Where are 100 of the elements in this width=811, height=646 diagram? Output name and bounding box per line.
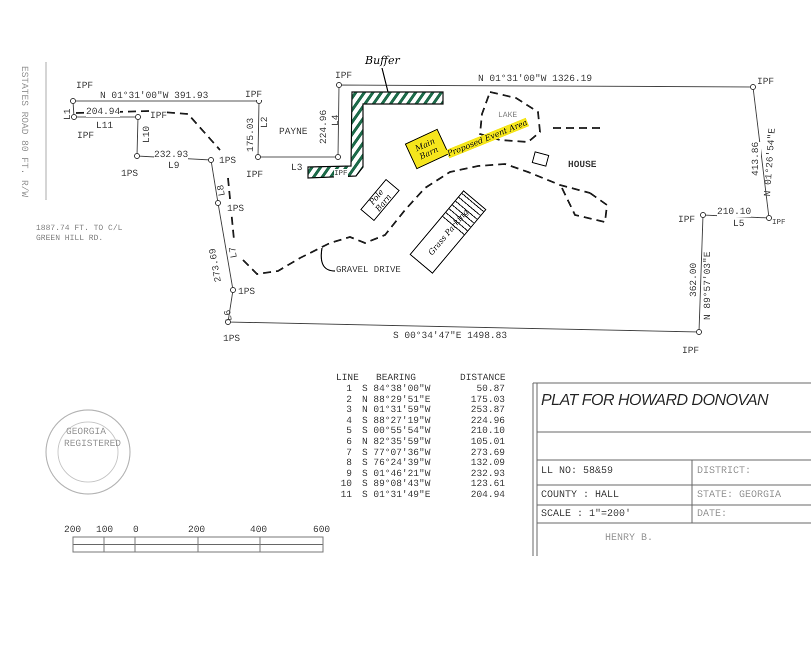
scale-number: 200: [64, 524, 82, 535]
distance-label: 175.03: [245, 118, 256, 152]
table-cell: S 00°55'54"W: [362, 425, 430, 436]
table-cell-text: 253.87: [470, 404, 505, 416]
survey-marker-label: IPF: [77, 130, 94, 141]
distance-label: 224.96: [318, 110, 329, 144]
plat-title: PLAT FOR HOWARD DONOVAN: [541, 392, 768, 410]
line-number-label: L3: [291, 162, 302, 173]
title-block-text: HENRY B.: [605, 533, 654, 544]
table-cell-text: 9: [345, 468, 352, 479]
table-cell-text: 7: [345, 446, 352, 458]
table-cell: S 84°38'00"W: [362, 383, 430, 394]
road-label: ESTATES ROAD 80 FT. R/W: [19, 66, 30, 198]
table-cell-text: 210.10: [470, 425, 505, 436]
survey-marker-label: IPF: [76, 80, 94, 91]
table-cell-text: 50.87: [475, 383, 505, 394]
distance-label: 273.69: [207, 247, 224, 283]
buffer-hatched-band: [307, 91, 444, 179]
table-cell: N 88°29'51"E: [362, 394, 430, 405]
survey-marker-label: IPF: [335, 70, 352, 81]
title-block-text: COUNTY : HALL: [541, 490, 620, 501]
survey-marker-label: IPF: [246, 169, 264, 180]
line-number-label: L4: [330, 114, 341, 126]
table-cell: S 76°24'39"W: [362, 457, 430, 468]
note-text: 1887.74 FT. TO C/L GREEN HILL RD.: [36, 224, 124, 244]
line-number-label: L7: [227, 246, 240, 259]
survey-marker-label: 1PS: [223, 333, 240, 344]
scale-number: 0: [133, 524, 139, 535]
title-block-text: SCALE : 1"=200': [541, 509, 632, 520]
leader-line: [381, 68, 389, 92]
bearing-distance-label: N 01°31'00"W 1326.19: [478, 73, 592, 84]
table-cell: S 01°46'21"W: [362, 468, 430, 479]
table-cell-text: 175.03: [470, 394, 505, 405]
table-cell-text: 5: [345, 425, 352, 436]
survey-marker-label: IPF: [245, 89, 262, 100]
bearing-distance-label: S 00°34'47"E 1498.83: [393, 330, 508, 341]
buffer-label: Buffer: [365, 55, 400, 66]
owner-name: PAYNE: [279, 126, 308, 137]
title-block-text: STATE: GEORGIA: [697, 490, 782, 501]
table-cell-text: 273.69: [470, 446, 505, 458]
line-number-label: L8: [215, 184, 228, 197]
scale-number: 600: [313, 524, 330, 535]
table-cell: S 01°31'49"E: [362, 489, 430, 500]
bearing-label: N 01°26'54"E: [762, 128, 778, 197]
seal-text: GEORGIA: [66, 426, 106, 437]
table-cell-text: 204.94: [470, 489, 505, 500]
scale-number: 400: [250, 524, 268, 535]
scale-number: 100: [96, 524, 114, 535]
distance-label: 204.94: [86, 106, 120, 117]
distance-label: 232.93: [154, 149, 188, 160]
table-cell: N 01°31'59"W: [362, 404, 430, 416]
table-cell: S 89°08'43"W: [362, 478, 430, 490]
distance-label: 210.10: [717, 206, 752, 217]
table-cell-text: 4: [345, 414, 352, 426]
drive-label: GRAVEL DRIVE: [336, 265, 401, 276]
table-cell-text: 105.01: [470, 436, 505, 447]
house-label: HOUSE: [568, 159, 597, 170]
table-cell-text: 224.96: [470, 414, 505, 426]
table-cell: N 82°35'59"W: [362, 436, 430, 447]
house-box: [532, 151, 550, 167]
survey-marker-label: IPF: [757, 76, 774, 87]
title-block-text: DISTRICT:: [697, 466, 752, 477]
title-block-text: LL NO: 58&59: [541, 466, 614, 477]
line-number-label: L5: [733, 218, 744, 229]
survey-marker-label: IPF: [682, 345, 700, 356]
table-cell-text: 6: [345, 436, 352, 447]
distance-label: 413.86: [750, 142, 761, 176]
survey-marker-label: 1PS: [238, 286, 256, 297]
table-cell-text: 2: [345, 394, 352, 405]
survey-marker-label: IPF: [678, 214, 696, 225]
line-number-label: L9: [168, 160, 180, 171]
table-header: DISTANCE: [460, 372, 506, 383]
bearing-label: N 89°57'03"E: [702, 252, 713, 320]
survey-marker-label: 1PS: [121, 168, 138, 179]
table-cell-text: 232.93: [470, 468, 505, 479]
table-cell-text: 11: [340, 489, 352, 500]
leader-line: [320, 248, 336, 272]
table-cell-text: 10: [340, 478, 352, 490]
table-cell-text: 1: [345, 383, 352, 394]
line-number-label: L10: [141, 126, 152, 143]
table-cell: S 88°27'19"W: [362, 414, 430, 426]
scale-number: 200: [188, 524, 206, 535]
table-cell-text: 3: [345, 404, 352, 416]
line-number-label: L1: [62, 108, 73, 120]
table-cell: S 77°07'36"W: [362, 446, 430, 458]
line-number-label: L2: [259, 116, 270, 128]
line-number-label: L11: [96, 120, 114, 131]
table-header: BEARING: [376, 372, 416, 383]
seal-text: REGISTERED: [64, 438, 122, 449]
survey-marker-label: IPF: [150, 110, 168, 121]
survey-marker-label: 1PS: [227, 203, 244, 214]
distance-label: 362.00: [688, 262, 699, 297]
table-cell-text: 8: [345, 457, 352, 468]
survey-marker-label: 1PS: [219, 155, 236, 166]
title-block-text: DATE:: [697, 509, 728, 520]
table-header: LINE: [336, 372, 359, 383]
bearing-distance-label: N 01°31'00"W 391.93: [100, 90, 208, 101]
table-cell-text: 132.09: [470, 457, 505, 468]
table-cell-text: 123.61: [470, 478, 505, 490]
lake-label: LAKE: [498, 110, 518, 120]
